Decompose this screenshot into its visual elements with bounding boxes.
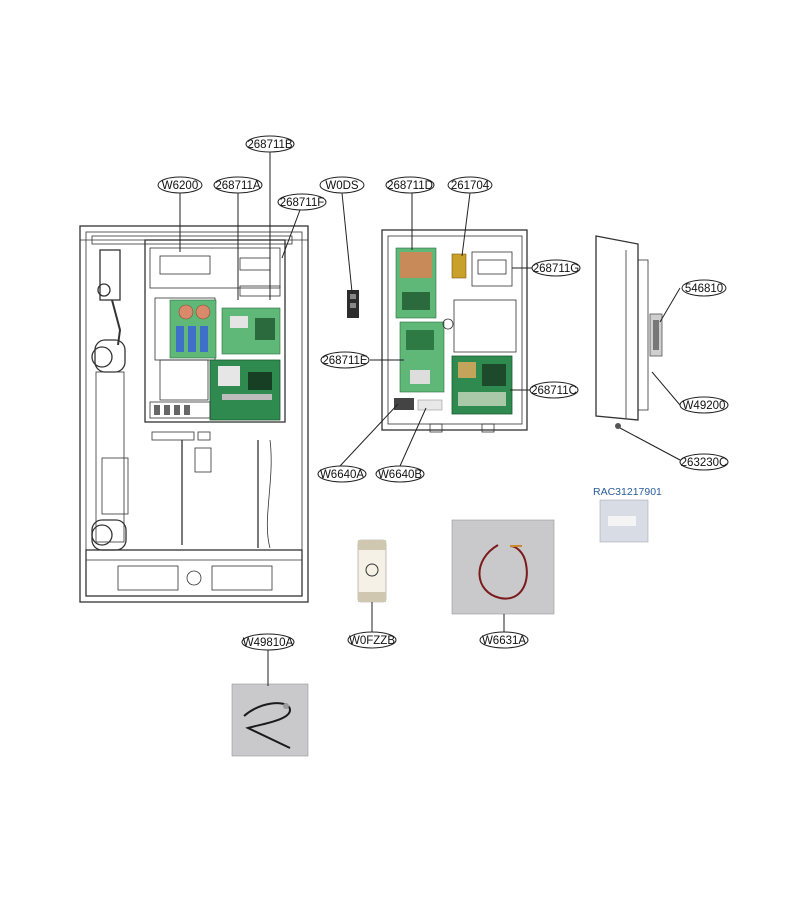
callout-text: W6631A [482, 635, 526, 647]
callout-W6640A: W6640A [317, 465, 367, 483]
callout-268711D: 268711D [385, 176, 435, 194]
callout-W49200: W49200 [679, 396, 729, 414]
callout-text: 263230C [681, 457, 728, 469]
callout-W6631A: W6631A [479, 631, 529, 649]
callout-268711A: 268711A [213, 176, 263, 194]
side-panel-drawing [595, 235, 663, 429]
callout-text: 268711E [322, 355, 368, 367]
callout-261704: 261704 [447, 176, 493, 194]
callout-text: W6640B [378, 469, 422, 481]
callout-268711F: 268711F [277, 193, 327, 211]
w0fzzb-fuse-photo [357, 539, 387, 603]
callout-text: 546810 [685, 283, 723, 295]
callout-268711C: 268711C [529, 381, 579, 399]
callout-268711G: 268711G [531, 259, 581, 277]
callout-text: 268711F [280, 197, 325, 209]
callout-W6640B: W6640B [375, 465, 425, 483]
callout-263230C: 263230C [679, 453, 729, 471]
callout-W6200: W6200 [157, 176, 203, 194]
w49810a-cable-photo [231, 683, 309, 757]
callout-text: 268711D [387, 180, 433, 192]
w6631a-cable-photo [451, 519, 555, 615]
callout-268711E: 268711E [320, 351, 370, 369]
main-cabinet-drawing [79, 225, 309, 603]
callout-W0DS: W0DS [319, 176, 365, 194]
callout-text: 261704 [451, 180, 490, 192]
callout-268711B: 268711B [245, 135, 295, 153]
callout-text: W6640A [320, 469, 364, 481]
callout-text: W0FZZB [349, 635, 395, 647]
control-box-drawing [381, 229, 528, 433]
callout-text: W49810A [243, 637, 294, 649]
leader-lines [179, 152, 681, 686]
callout-text: 268711B [247, 139, 293, 151]
callout-546810: 546810 [681, 279, 727, 297]
rac-part-label: RAC31217901 [593, 486, 662, 498]
callout-text: 268711G [533, 263, 580, 275]
callout-text: W49200 [683, 400, 726, 412]
callout-text: 268711A [215, 180, 261, 192]
callout-text: W6200 [162, 180, 198, 192]
callout-W49810A: W49810A [241, 633, 295, 651]
callout-text: W0DS [325, 180, 359, 192]
callout-text: 268711C [531, 385, 577, 397]
w0ds-part-drawing [347, 290, 359, 318]
callout-W0FZZB: W0FZZB [347, 631, 397, 649]
rac-part-photo: RAC31217901 [593, 486, 662, 543]
